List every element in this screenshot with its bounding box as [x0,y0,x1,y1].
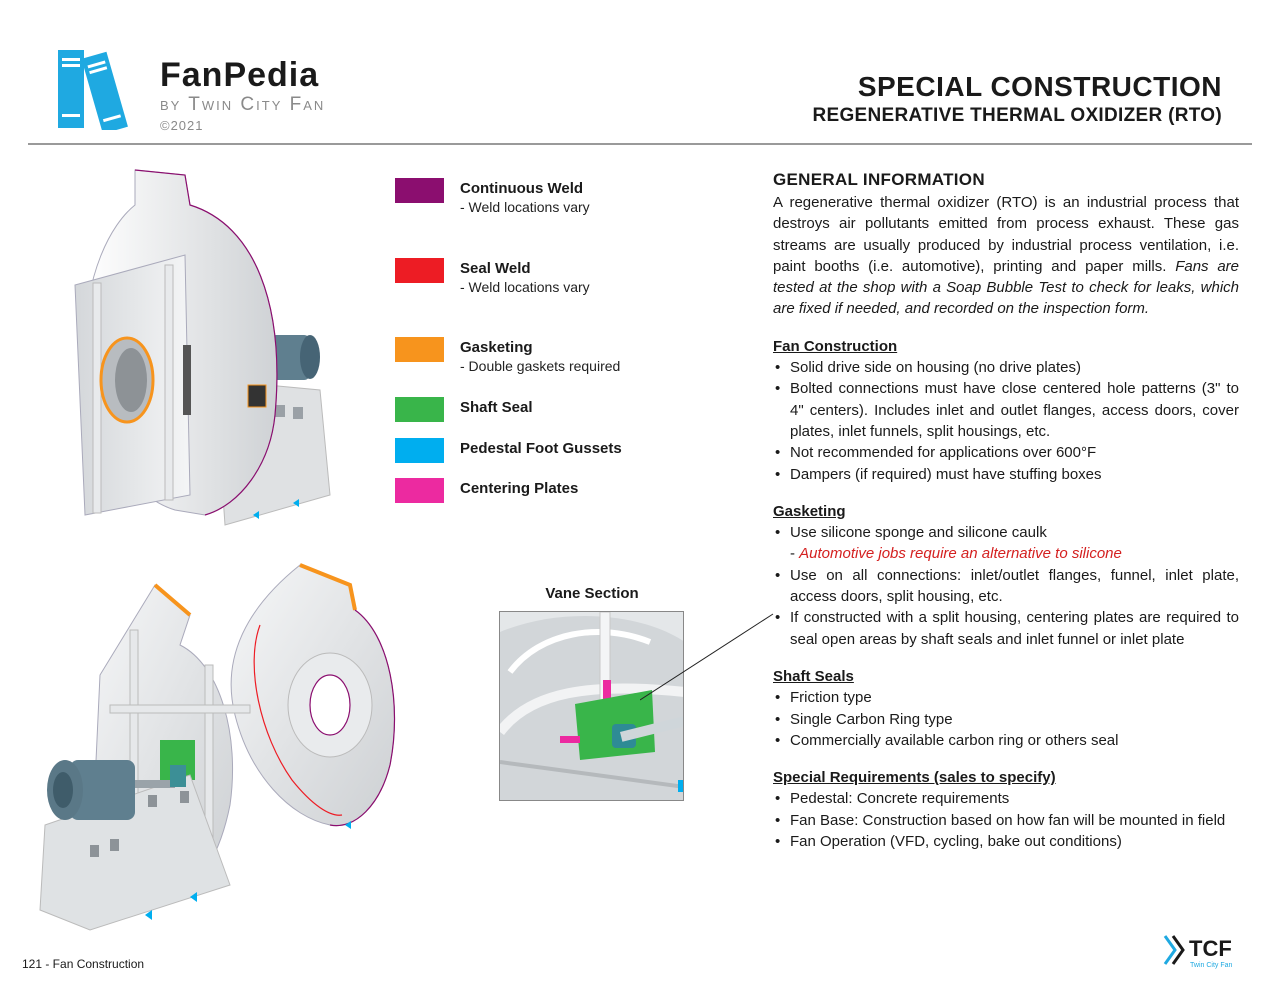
fanpedia-books-logo-icon [58,50,128,130]
gasketing-automotive-note: - Automotive jobs require an alternative… [773,543,1239,564]
gasketing-heading: Gasketing [773,502,846,520]
list-item: Not recommended for applications over 60… [773,442,1239,464]
list-item: Fan Operation (VFD, cycling, bake out co… [773,831,1239,853]
list-item: Use silicone sponge and silicone caulk [773,522,1239,544]
legend-label: Continuous Weld [460,180,584,197]
page-number-label: 121 - Fan Construction [22,957,145,971]
special-requirements-heading: Special Requirements (sales to specify) [773,769,1056,787]
legend-note: - Weld locations vary [460,279,590,295]
legend-swatch-centering-plates [395,478,444,503]
legend-note: - Weld locations vary [460,199,590,215]
general-information-paragraph: A regenerative thermal oxidizer (RTO) is… [773,192,1239,320]
rto-fan-assembled-illustration [74,169,331,526]
legend-swatch-pedestal-foot-gussets [395,438,444,463]
general-information-heading: GENERAL INFORMATION [773,170,985,189]
tcf-logo: TCF Twin City Fan [1163,935,1233,969]
vane-leader-line [640,613,774,701]
shaft-seals-heading: Shaft Seals [773,667,854,685]
note-dash: - [790,545,800,563]
general-body-italic: Fans are tested at the shop with a Soap … [773,257,1240,318]
vane-section-detail-image [499,611,684,801]
list-item: Use on all connections: inlet/outlet fla… [773,565,1239,608]
page-subtitle: REGENERATIVE THERMAL OXIDIZER (RTO) [812,105,1222,126]
fan-construction-list: Solid drive side on housing (no drive pl… [773,357,1239,485]
list-item: If constructed with a split housing, cen… [773,607,1239,650]
shaft-seals-list: Friction type Single Carbon Ring type Co… [773,687,1239,751]
legend-label: Gasketing [460,339,533,356]
legend-label: Seal Weld [460,260,531,277]
list-item: Pedestal: Concrete requirements [773,788,1239,810]
list-item: Dampers (if required) must have stuffing… [773,464,1239,486]
vane-section-render [500,612,683,800]
brand-name: FanPedia [160,56,320,94]
note-text: Automotive jobs require an alternative t… [799,545,1122,563]
legend-label: Pedestal Foot Gussets [460,440,622,457]
legend-swatch-gasketing [395,337,444,362]
list-item: Bolted connections must have close cente… [773,378,1239,442]
gasketing-list: Use silicone sponge and silicone caulk [773,522,1239,544]
list-item: Solid drive side on housing (no drive pl… [773,357,1239,379]
legend-swatch-seal-weld [395,258,444,283]
list-item: Single Carbon Ring type [773,709,1239,731]
page-title-block: SPECIAL CONSTRUCTION REGENERATIVE THERMA… [812,70,1222,128]
list-item: Friction type [773,687,1239,709]
fan-construction-heading: Fan Construction [773,337,898,355]
legend-label: Centering Plates [460,480,579,497]
vane-section-title: Vane Section [545,585,639,602]
brand-block: FanPedia by Twin City Fan ©2021 [160,58,325,134]
list-item: Fan Base: Construction based on how fan … [773,810,1239,832]
page-title: SPECIAL CONSTRUCTION [857,71,1222,102]
legend-note: - Double gaskets required [460,358,621,374]
brand-by-line: by Twin City Fan [160,94,326,115]
special-requirements-list: Pedestal: Concrete requirements Fan Base… [773,788,1239,852]
general-body: A regenerative thermal oxidizer (RTO) is… [773,194,1239,275]
legend-swatch-continuous-weld [395,178,444,203]
brand-year: ©2021 [160,118,204,133]
legend-swatch-shaft-seal [395,397,444,422]
list-item: Commercially available carbon ring or ot… [773,730,1239,752]
tcf-logo-subtext: Twin City Fan [1190,962,1233,969]
legend-label: Shaft Seal [460,399,533,416]
tcf-logo-text: TCF [1189,936,1232,961]
header-divider [28,143,1252,145]
content-column: GENERAL INFORMATION A regenerative therm… [773,170,1239,853]
rto-fan-exploded-illustration [39,563,396,931]
gasketing-list-continued: Use on all connections: inlet/outlet fla… [773,565,1239,650]
